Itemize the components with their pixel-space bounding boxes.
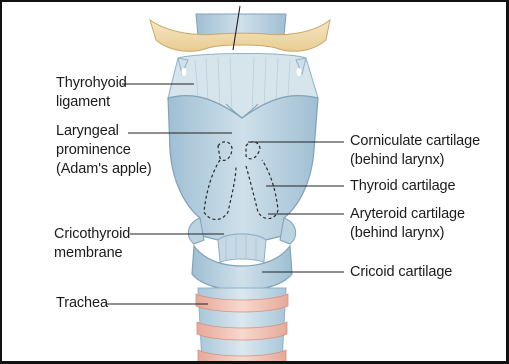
larynx-diagram: Thyrohyoid ligament Laryngeal prominence… — [0, 0, 509, 364]
image-border — [0, 0, 509, 364]
